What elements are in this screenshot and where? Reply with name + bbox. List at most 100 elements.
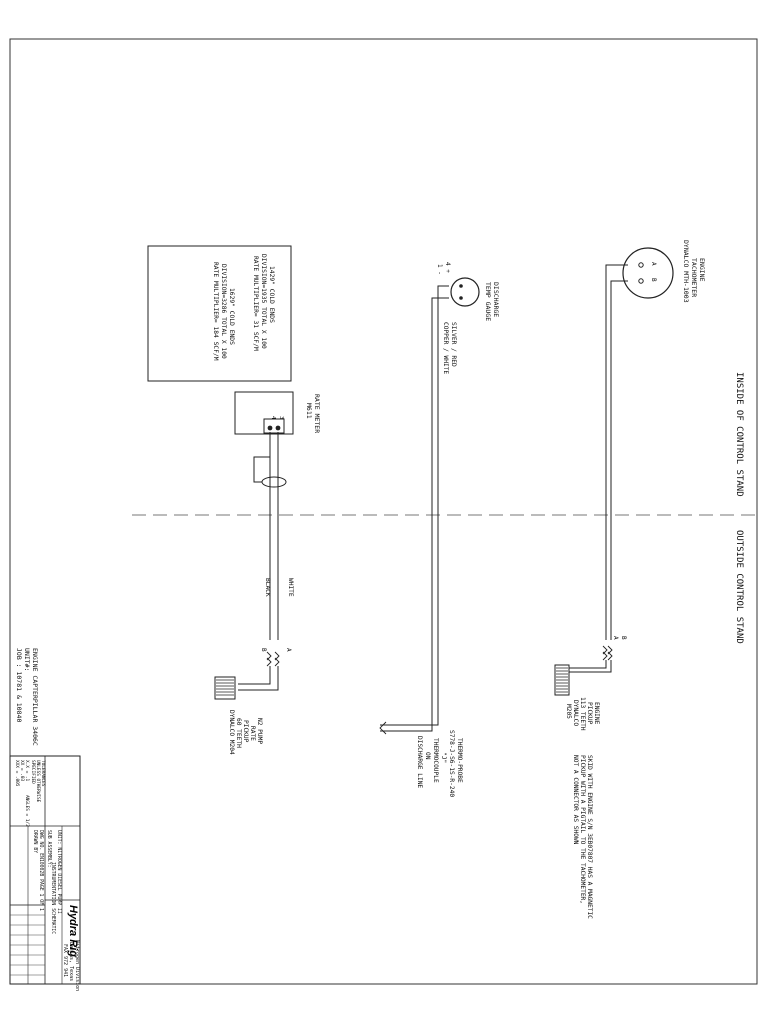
rate-wire-a-label: A <box>285 648 292 652</box>
tach-wire-a-label: A <box>612 636 619 640</box>
tach-pin-b-label: B <box>650 278 657 282</box>
company-line-1: Nitrogen Division <box>74 940 80 991</box>
tol-line-7: ANGLES = 1/2 <box>24 795 30 827</box>
tol-line-3: SPECIFIED <box>30 760 36 784</box>
tach-pickup-2: PICKUP <box>586 702 593 725</box>
revision-grid <box>10 904 45 976</box>
job-line-1: ENGINE CAPTERPILLAR 3406C <box>31 648 39 746</box>
temp-gauge-title-2: TEMP GAUGE <box>484 282 492 321</box>
rate-terminal-3-label: 3 <box>278 416 284 419</box>
probe-line-2: S778-J-S6-1S-R-240 <box>448 730 455 797</box>
calibration-notes: 1429" COLD ENDS DIVISION=1935 TOTAL X 10… <box>147 245 292 382</box>
tach-wire-a <box>605 264 628 640</box>
sheet-border <box>9 38 758 985</box>
company-line-3: FAX 972 941 <box>62 944 68 977</box>
temp-gauge-title-1: DISCHARGE <box>492 282 500 317</box>
job-line-2: UNIT#: <box>23 648 31 671</box>
note-line-2: DIVISION=1935 TOTAL X 100 <box>260 254 267 349</box>
rate-pickup-5: DYNALCO M204 <box>228 710 235 755</box>
tachometer-connector <box>622 247 674 299</box>
cable-shield <box>261 476 287 488</box>
wire-black-label: BLACK <box>264 578 271 597</box>
company-line-2: Dallas, Texas <box>68 942 74 981</box>
rate-pickup-3: PICKUP <box>242 720 249 743</box>
tach-pickup-threads <box>556 667 568 693</box>
temperature-circuit: DISCHARGE TEMP GAUGE 4 + 1 - SILVER / RE… <box>379 262 500 797</box>
note-line-5: 1629" COLD ENDS <box>228 288 235 345</box>
rate-meter-title-2: M611 <box>305 403 313 419</box>
drawing-line-2: DRAWN BY <box>32 830 38 853</box>
rate-pickup-leads <box>238 666 279 691</box>
tol-line-6: XXX = .005 <box>14 760 20 787</box>
tach-pin-a <box>638 262 644 268</box>
label-inside-stand: INSIDE OF CONTROL STAND <box>734 372 744 497</box>
wire-silver-red-label: SILVER / RED <box>450 322 457 367</box>
label-outside-stand: OUTSIDE CONTROL STAND <box>734 530 744 644</box>
rate-pickup-2: RATE <box>249 726 256 741</box>
tach-title-2: TACHOMETER <box>690 258 698 297</box>
temp-pin-2 <box>459 296 463 300</box>
rate-meter-circuit: RATE METER M611 3 4 WHITE BLACK A B N2 P… <box>214 391 321 755</box>
desc-line-2: INSTRUMENTATION SCHEMATIC <box>50 862 56 934</box>
thermocouple-tip <box>379 721 387 735</box>
tach-note-2: PICKUP WITH A PIGTAIL TO THE TACHOMETER, <box>579 755 586 904</box>
probe-line-6: DISCHARGE LINE <box>416 736 423 788</box>
tach-wire-b <box>610 280 628 640</box>
wire-white-label: WHITE <box>287 578 294 597</box>
temp-gauge-connector <box>450 277 480 307</box>
job-info: ENGINE CAPTERPILLAR 3406C UNIT#: JOB : 1… <box>15 648 39 746</box>
desc-line-1: UNIT: NITROGEN DIESEL PUMP II <box>56 830 62 914</box>
tach-title-3: DYNALCO MTH-1003 <box>682 240 690 303</box>
tach-pickup-1: ENGINE <box>593 702 600 725</box>
tach-pickup-leads <box>566 660 612 673</box>
probe-line-3: "J" <box>440 752 447 763</box>
temp-wire-copper <box>380 297 449 732</box>
note-line-3: RATE MULTIPLIER= 31 SCF/M <box>252 256 259 351</box>
probe-line-5: ON <box>424 752 431 760</box>
rate-meter-title-1: RATE METER <box>313 394 321 433</box>
tach-pickup-4: DYNALCO <box>572 700 579 726</box>
tol-line-1: TOLERANCES <box>40 760 46 787</box>
note-line-6: DIVISION=3286 TOTAL X 100 <box>220 264 227 359</box>
note-line-1: 1429" COLD ENDS <box>268 266 275 323</box>
notes-box <box>147 245 292 382</box>
rate-terminal-4-label: 4 <box>270 416 276 420</box>
title-block: Hydra Rig Nitrogen Division Dallas, Texa… <box>9 755 81 991</box>
wire-copper-white-label: COPPER / WHITE <box>442 322 449 374</box>
rate-connector-chevrons <box>266 651 280 667</box>
probe-line-1: THERMO-PROBE <box>456 738 463 783</box>
rate-pickup-4: 60 TEETH <box>235 718 242 748</box>
rate-pickup-1: N2 PUMP <box>256 718 263 744</box>
tol-line-5: XX = .03 <box>19 760 25 782</box>
tach-title-1: ENGINE <box>698 258 706 282</box>
company-logo: Hydra Rig <box>67 905 79 957</box>
tach-note-3: NOT A CONNECTOR AS SHOWN <box>572 755 579 845</box>
temp-terminal-labels-2: 1 - <box>436 264 443 275</box>
rate-pickup-body <box>214 676 236 700</box>
rate-terminal-4 <box>267 425 273 431</box>
shield-drain-wire <box>253 456 270 483</box>
temp-terminal-labels: 4 + <box>444 262 451 273</box>
rate-terminal-3 <box>275 425 281 431</box>
tach-connector-chevrons <box>602 645 613 661</box>
tachometer-circuit: A B ENGINE TACHOMETER DYNALCO MTH-1003 B… <box>554 240 706 919</box>
note-line-7: RATE MULTIPLIER= 184 SCF/M <box>212 262 219 361</box>
tach-pin-a-label: A <box>650 262 657 266</box>
desc-line-3: SUB ASSEMBLY: <box>46 830 52 868</box>
tach-pin-b <box>638 278 644 284</box>
rate-meter-terminal-strip <box>263 418 285 434</box>
probe-line-4: THERMOCOUPLE <box>432 738 439 783</box>
tol-line-2: UNLESS OTHERWISE <box>35 760 41 803</box>
drawing-line-1: DWG NO. EN10002B PAGE 1 OF 1 <box>38 830 44 911</box>
tach-wire-b-label: B <box>620 636 627 640</box>
temp-wire-silver <box>380 285 449 726</box>
temp-pin-1 <box>459 284 463 288</box>
rate-wire-b-label: B <box>260 648 267 652</box>
tach-pickup-3: 113 TEETH <box>579 697 586 731</box>
rate-pickup-threads <box>216 679 234 696</box>
tach-pickup-5: M205 <box>565 704 572 719</box>
job-line-3: JOB : 10781 & 10840 <box>15 648 23 722</box>
tach-note-1: SKID WITH ENGINE S/N 3EB07807 HAS A MAGN… <box>586 755 593 919</box>
tol-line-4: X.X = .1 <box>24 760 30 782</box>
